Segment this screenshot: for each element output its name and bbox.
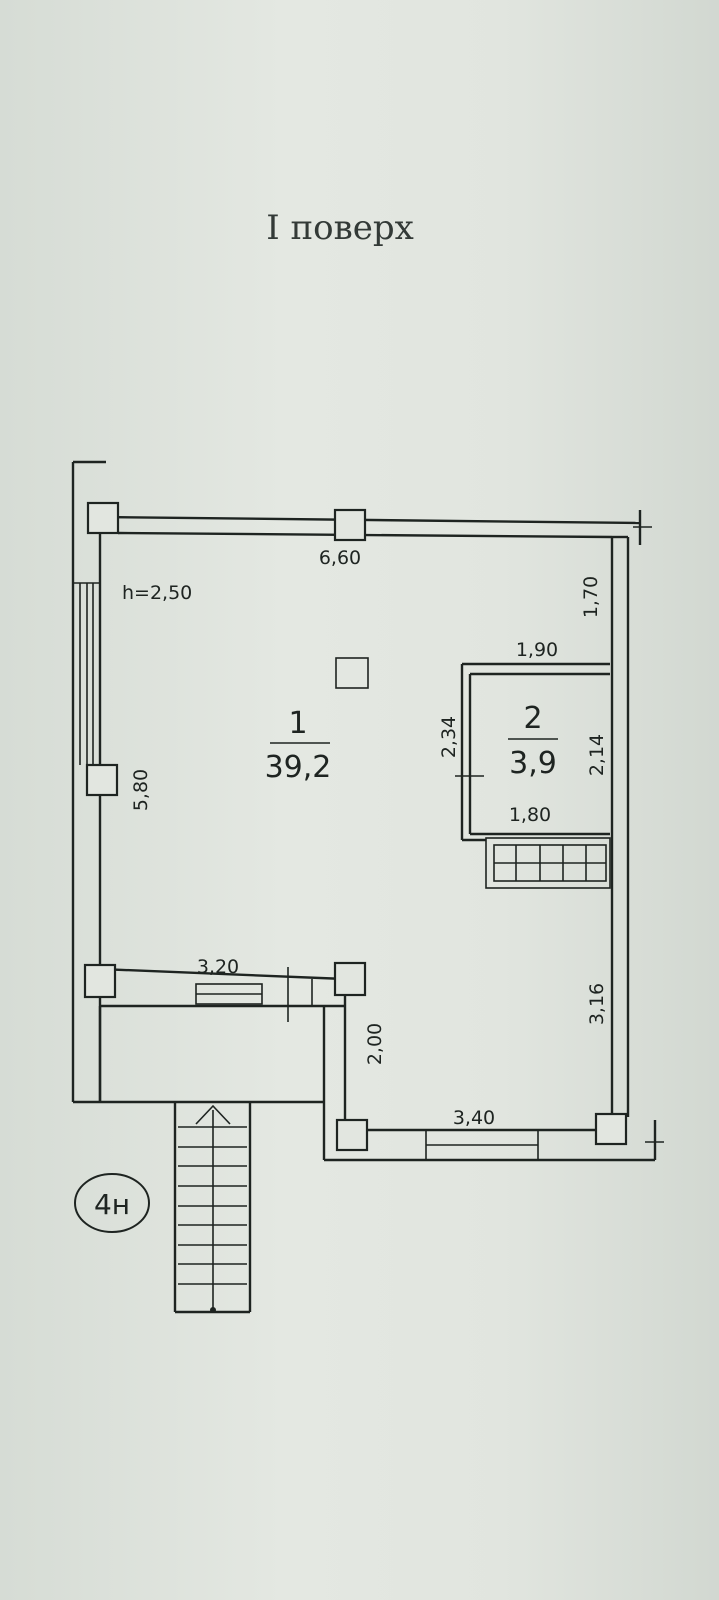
dim-room2-top: 1,90 [516,639,558,661]
dim-right-upper: 1,70 [580,576,602,618]
exterior-stairs [173,1102,252,1314]
room2-area: 3,9 [509,746,557,781]
column-bottom-mid [335,1118,369,1152]
column-left-lower [83,963,117,999]
column-top-mid [333,508,367,542]
room1-number: 1 [288,706,307,741]
floor-title: I поверх [266,208,414,248]
top-outer-wall [99,515,641,525]
dim-room2-bottom: 1,80 [509,804,551,826]
column-top-left [86,501,120,535]
ventilation-shaft [335,657,369,689]
vent-block [485,837,611,889]
dim-room2-right: 2,14 [586,734,608,776]
column-bottom-right [594,1112,628,1146]
dim-left-wall: 5,80 [130,769,152,811]
room2-number: 2 [523,701,542,736]
partition-upper [99,967,346,981]
column-left-mid [85,763,119,797]
dim-room2-left: 2,34 [438,716,460,758]
dim-partition: 3,20 [197,956,239,978]
dim-right-lower: 3,16 [586,983,608,1025]
column-mid-lower [333,961,367,997]
dim-stair-side: 2,00 [364,1023,386,1065]
dim-top-wall: 6,60 [319,547,361,569]
ceiling-height: h=2,50 [122,582,192,604]
dim-bottom-wall: 3,40 [453,1107,495,1129]
room1-area: 39,2 [265,750,332,785]
plan-marker-label: 4н [94,1188,130,1221]
plan-marker-circle [74,1173,150,1233]
